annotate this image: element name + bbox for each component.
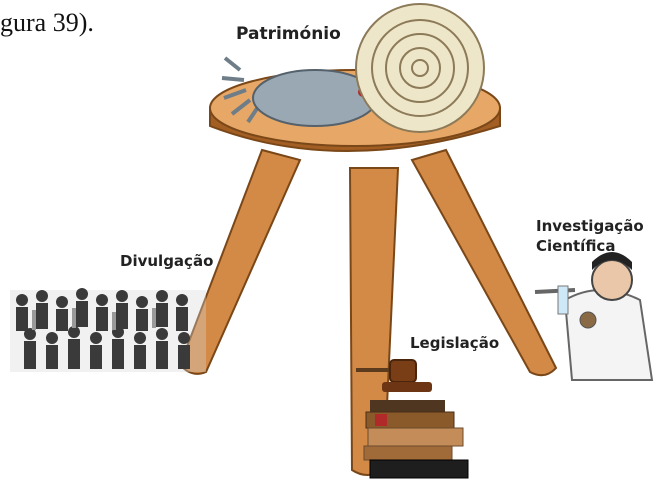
- crowd-icon: [10, 288, 206, 372]
- label-divulgacao: Divulgação: [120, 252, 213, 270]
- book-stack-icon: [364, 400, 468, 478]
- label-legislacao: Legislação: [410, 334, 499, 352]
- label-cientifica: Científica: [536, 237, 615, 255]
- label-investigacao: Investigação: [536, 217, 644, 235]
- label-patrimonio: Património: [236, 24, 341, 44]
